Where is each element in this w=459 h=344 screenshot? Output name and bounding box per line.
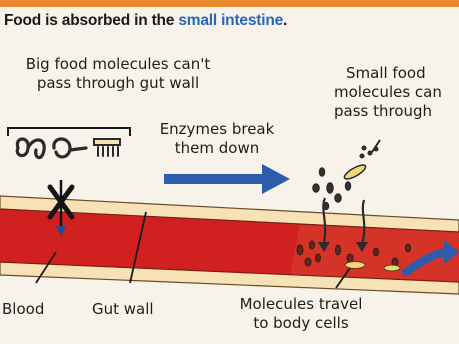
travel-line-2: to body cells — [222, 314, 380, 333]
small-molecules-above — [313, 146, 378, 209]
gut-wall-label: Gut wall — [92, 300, 154, 319]
travel-label: Molecules travel to body cells — [222, 295, 380, 333]
big-molecules-line-1: Big food molecules can't — [6, 55, 230, 74]
enzymes-line-2: them down — [157, 139, 277, 158]
small-molecules-label: Small food molecules can pass through — [334, 64, 459, 121]
small-molecules-line-1: Small food — [334, 64, 459, 83]
big-molecules-label: Big food molecules can't pass through gu… — [6, 55, 230, 93]
enzymes-line-1: Enzymes break — [157, 120, 277, 139]
big-molecules-line-2: pass through gut wall — [6, 74, 230, 93]
small-molecules-line-3: pass through — [334, 102, 459, 121]
enzymes-label: Enzymes break them down — [157, 120, 277, 158]
big-molecules-bracket — [8, 128, 130, 136]
blood-label: Blood — [2, 300, 44, 319]
small-molecules-line-2: molecules can — [334, 83, 459, 102]
enzymes-arrow — [164, 164, 290, 194]
travel-line-1: Molecules travel — [222, 295, 380, 314]
big-molecule-chains — [17, 139, 120, 158]
